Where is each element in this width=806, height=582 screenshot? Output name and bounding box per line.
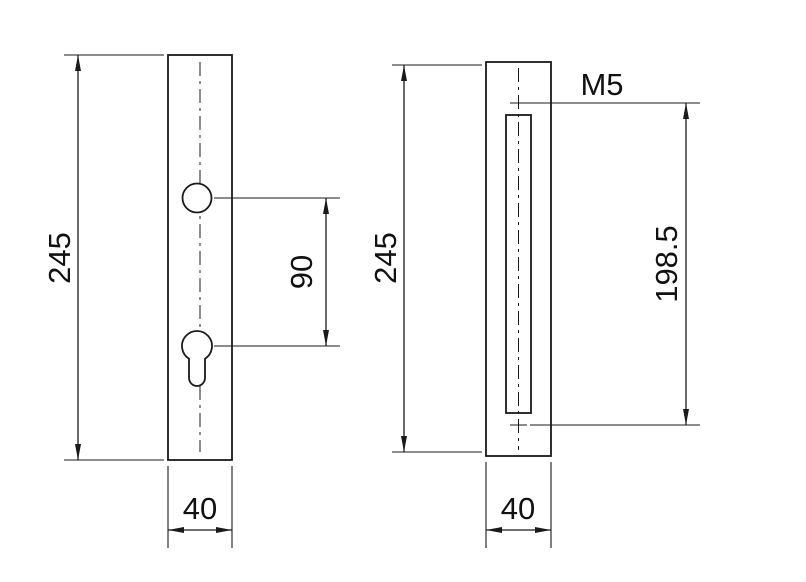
dimension-label-90: 90 [284,255,319,289]
hole-spacing-dimension: 90 [214,197,340,347]
right-width-dimension: 40 [485,462,552,548]
left-view: 245 90 40 [42,54,340,548]
dimension-label-245-right: 245 [368,232,403,284]
left-height-dimension: 245 [42,54,164,461]
dimension-label-245-left: 245 [42,232,77,284]
dimension-label-40-left: 40 [183,491,217,526]
handle-hole [181,182,213,214]
right-height-dimension: 245 [368,64,482,453]
right-view: 245 M5 198.5 40 [368,61,700,548]
euro-cylinder-keyhole [181,330,213,387]
screw-spacing-dimension: M5 198.5 [522,67,700,426]
thread-label-m5: M5 [580,67,623,102]
slot-recess-outline [505,114,532,414]
left-width-dimension: 40 [167,466,233,548]
dimension-label-40-right: 40 [501,491,535,526]
dimension-label-198-5: 198.5 [649,225,684,303]
